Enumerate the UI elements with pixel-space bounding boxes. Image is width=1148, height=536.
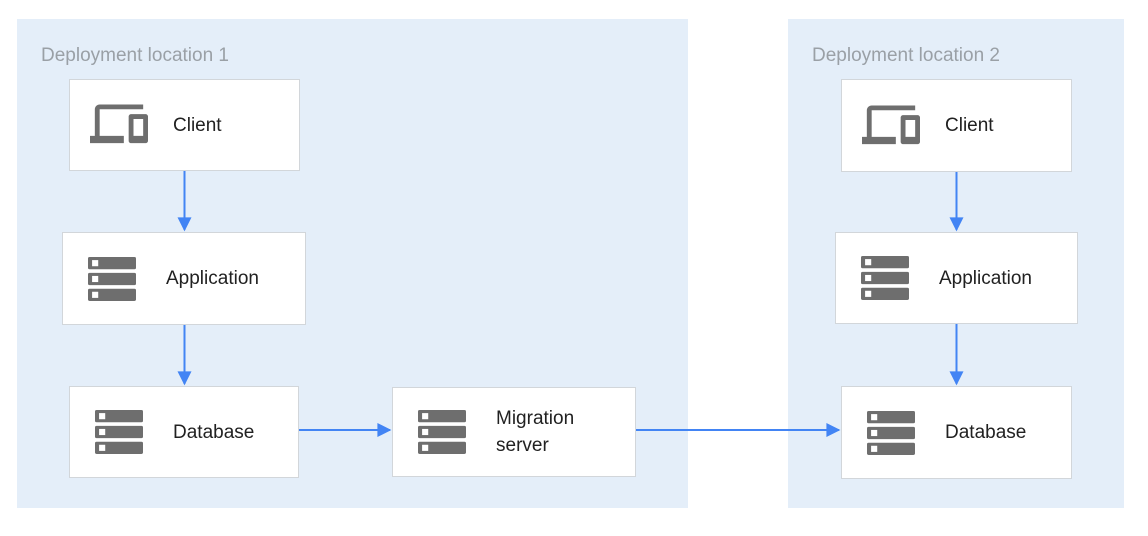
node-client-1: Client: [69, 79, 300, 171]
region-title: Deployment location 1: [41, 45, 229, 66]
region-title: Deployment location 2: [812, 45, 1000, 66]
server-stack-icon: [856, 256, 914, 300]
server-stack-icon: [90, 410, 148, 454]
server-stack-icon: [862, 410, 920, 455]
node-label: Client: [173, 114, 222, 136]
client-devices-icon: [862, 104, 920, 148]
server-stack-icon: [83, 256, 141, 301]
node-database-2: Database: [841, 386, 1072, 479]
node-application-1: Application: [62, 232, 306, 325]
node-migration-server: Migration server: [392, 387, 636, 477]
node-application-2: Application: [835, 232, 1078, 324]
client-devices-icon: [90, 103, 148, 147]
server-stack-icon: [413, 410, 471, 454]
node-label: Database: [173, 421, 255, 443]
node-label: Application: [166, 268, 259, 289]
node-label: Database: [945, 422, 1027, 443]
node-label: Migration server: [496, 408, 575, 456]
node-database-1: Database: [69, 386, 299, 478]
node-label: Application: [939, 267, 1032, 289]
node-client-2: Client: [841, 79, 1072, 172]
node-label: Client: [945, 115, 994, 136]
